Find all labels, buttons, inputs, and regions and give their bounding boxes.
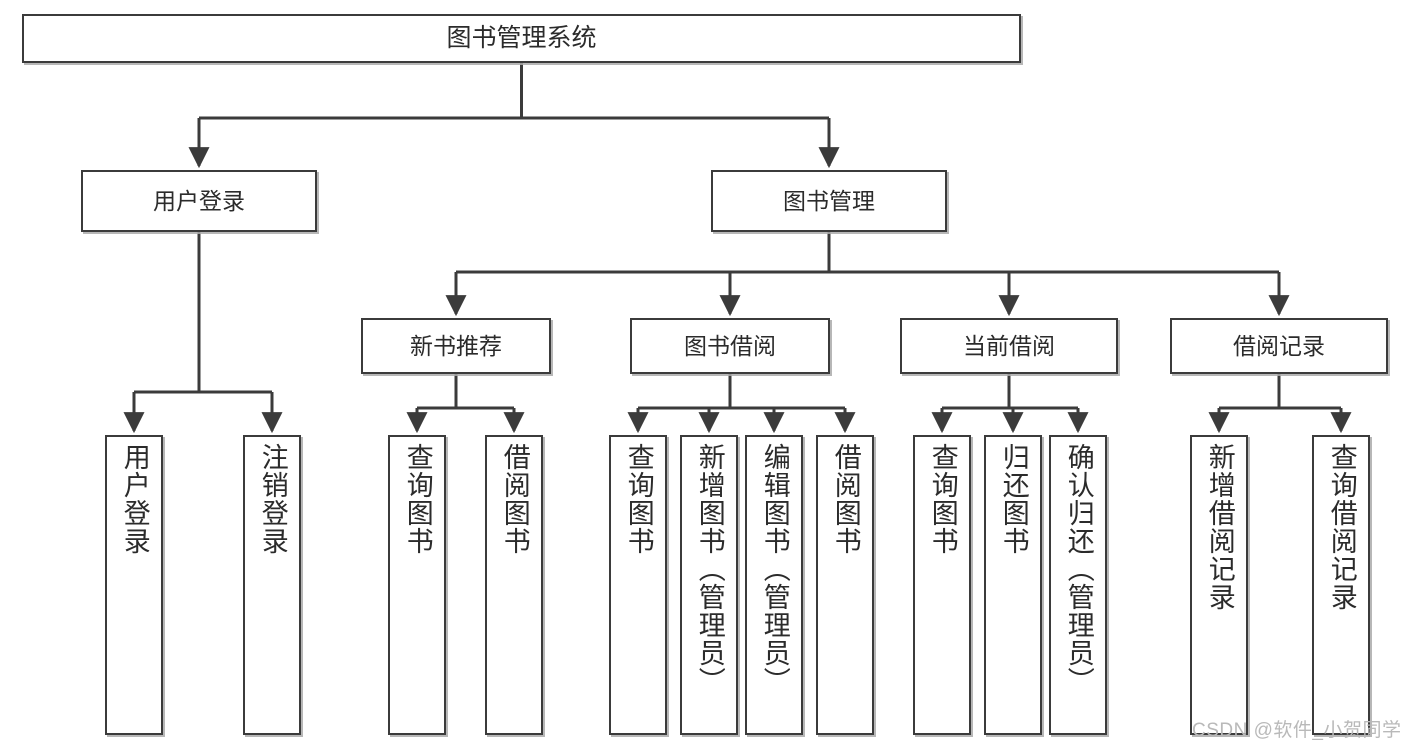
node-label: 借阅图书 [499, 443, 530, 555]
node-current-borrow[interactable]: 当前借阅 [900, 318, 1118, 374]
node-label: 图书管理系统 [446, 24, 597, 53]
node-label: 归还图书 [998, 443, 1029, 555]
node-label: 借阅图书 [830, 443, 861, 555]
node-leaf-edit-book-admin[interactable]: 编辑图书（管理员） [745, 435, 803, 735]
node-label: 查询图书 [623, 443, 654, 555]
node-label: 确认归还（管理员） [1063, 443, 1094, 695]
node-leaf-user-login[interactable]: 用户登录 [105, 435, 163, 735]
node-label: 查询借阅记录 [1326, 443, 1357, 611]
watermark-text: CSDN @软件_小贺同学 [1192, 720, 1402, 741]
node-label: 新增借阅记录 [1204, 443, 1235, 611]
node-borrow-record[interactable]: 借阅记录 [1170, 318, 1388, 374]
node-label: 查询图书 [927, 443, 958, 555]
node-leaf-add-borrow-record[interactable]: 新增借阅记录 [1190, 435, 1248, 735]
node-leaf-return-book[interactable]: 归还图书 [984, 435, 1042, 735]
node-user-login[interactable]: 用户登录 [81, 170, 317, 232]
node-label: 借阅记录 [1233, 332, 1325, 359]
node-leaf-confirm-return-admin[interactable]: 确认归还（管理员） [1049, 435, 1107, 735]
node-leaf-query-book-rec[interactable]: 查询图书 [388, 435, 446, 735]
node-label: 查询图书 [402, 443, 433, 555]
node-label: 用户登录 [153, 187, 245, 214]
node-label: 编辑图书（管理员） [759, 443, 790, 695]
node-root[interactable]: 图书管理系统 [22, 14, 1021, 63]
node-label: 用户登录 [119, 443, 150, 555]
node-new-book-recommend[interactable]: 新书推荐 [361, 318, 551, 374]
node-leaf-query-book-borrow[interactable]: 查询图书 [609, 435, 667, 735]
node-leaf-add-book-admin[interactable]: 新增图书（管理员） [680, 435, 738, 735]
node-leaf-logout-login[interactable]: 注销登录 [243, 435, 301, 735]
node-book-borrow[interactable]: 图书借阅 [630, 318, 830, 374]
node-label: 注销登录 [257, 443, 288, 555]
node-leaf-query-borrow-record[interactable]: 查询借阅记录 [1312, 435, 1370, 735]
node-label: 图书借阅 [684, 332, 776, 359]
node-label: 图书管理 [783, 187, 875, 214]
node-book-manage[interactable]: 图书管理 [711, 170, 947, 232]
node-leaf-query-book-current[interactable]: 查询图书 [913, 435, 971, 735]
node-label: 当前借阅 [963, 332, 1055, 359]
node-leaf-borrow-book-rec[interactable]: 借阅图书 [485, 435, 543, 735]
node-label: 新书推荐 [410, 332, 502, 359]
node-leaf-borrow-book[interactable]: 借阅图书 [816, 435, 874, 735]
node-label: 新增图书（管理员） [694, 443, 725, 695]
